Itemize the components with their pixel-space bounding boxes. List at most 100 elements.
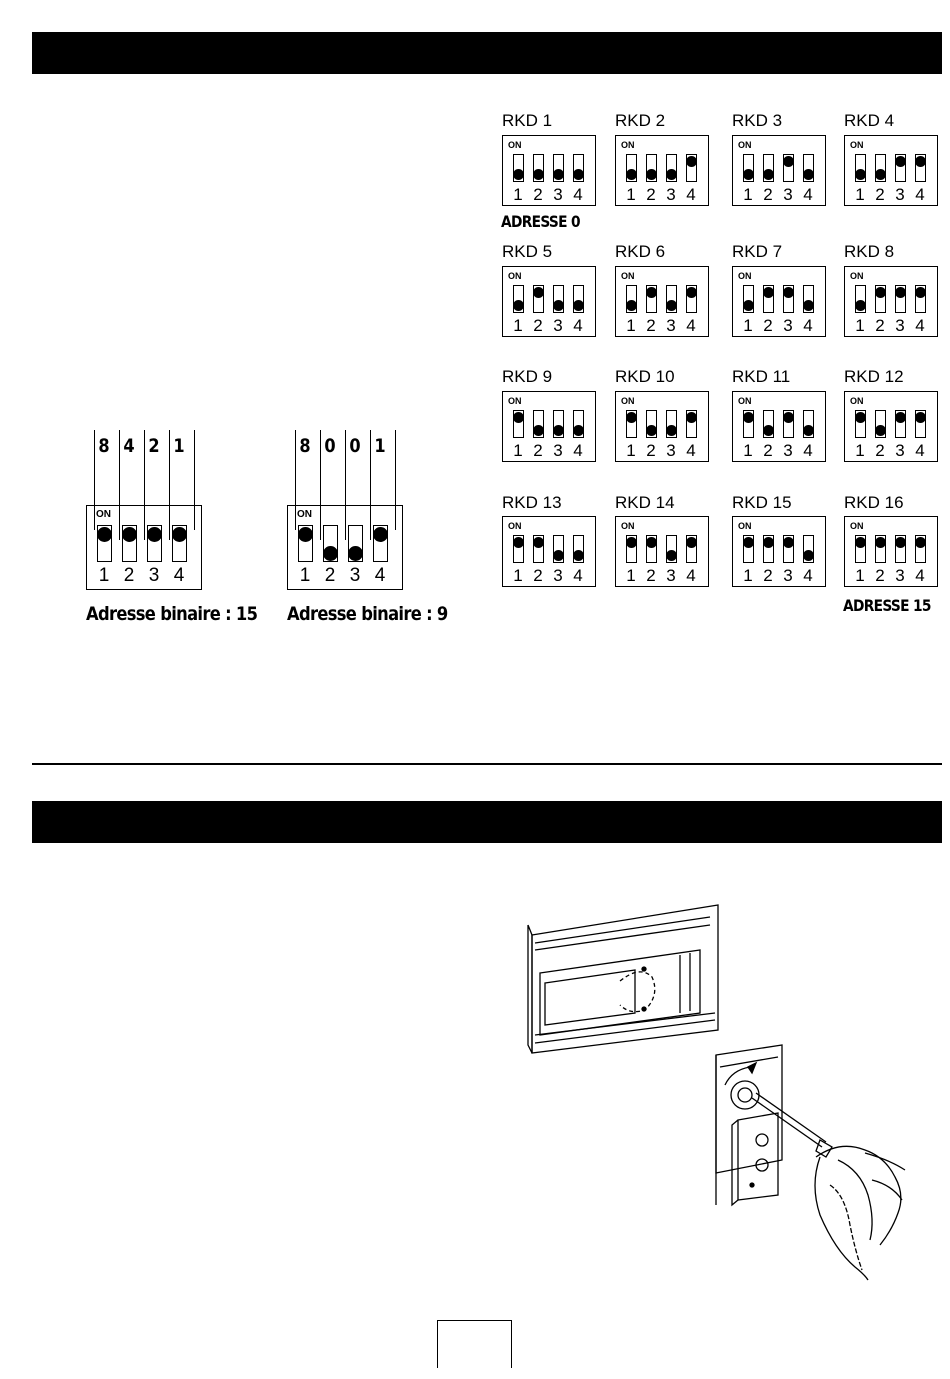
dip-switch-knob xyxy=(783,412,794,423)
dip-switch-knob xyxy=(763,425,774,436)
dip-switch-number: 3 xyxy=(895,441,905,460)
dip-switch xyxy=(646,410,657,438)
rkd-title: RKD 15 xyxy=(732,493,792,512)
dip-switch-knob xyxy=(855,537,866,548)
dip-on-label: ON xyxy=(850,140,864,150)
dip-switch-knob xyxy=(626,169,637,180)
dip-switch-knob xyxy=(743,300,754,311)
weight-divider-line xyxy=(395,430,396,530)
dip-switch-knob xyxy=(348,546,363,561)
dip-switch xyxy=(686,535,697,563)
dip-switch-number: 2 xyxy=(763,316,773,335)
dip-switch xyxy=(122,525,137,562)
dip-switch-knob xyxy=(533,425,544,436)
dip-switch-knob xyxy=(743,537,754,548)
dip-switch xyxy=(97,525,112,562)
dip-switch-knob xyxy=(573,169,584,180)
dip-switch xyxy=(573,535,584,563)
dip-switch-number: 2 xyxy=(533,185,543,204)
dip-on-label: ON xyxy=(850,521,864,531)
dip-switch xyxy=(626,535,637,563)
dip-switch xyxy=(573,154,584,182)
dip-switch xyxy=(895,535,906,563)
weight-divider-line xyxy=(370,430,371,540)
dip-switch-knob xyxy=(763,169,774,180)
dip-switch-number: 2 xyxy=(123,565,135,586)
section-divider xyxy=(32,763,942,765)
dip-switch-knob xyxy=(743,412,754,423)
weight-divider-line xyxy=(345,430,346,540)
binary-weight: 1 xyxy=(173,435,185,457)
dip-switch-knob xyxy=(553,550,564,561)
dip-switch xyxy=(783,535,794,563)
binary-weight: 0 xyxy=(349,435,361,457)
dip-switch-number: 2 xyxy=(533,441,543,460)
dip-switch-knob xyxy=(875,537,886,548)
dip-switch-number: 1 xyxy=(513,441,523,460)
page-number-box xyxy=(437,1320,512,1368)
dip-switch-number: 4 xyxy=(686,316,696,335)
rkd-title: RKD 13 xyxy=(502,493,562,512)
binary-weight: 4 xyxy=(123,435,135,457)
dip-switch xyxy=(763,535,774,563)
weight-divider-line xyxy=(144,430,145,540)
dip-switch-number: 2 xyxy=(763,441,773,460)
dip-switch-number: 2 xyxy=(763,185,773,204)
dip-switch-number: 1 xyxy=(855,566,865,585)
dip-switch xyxy=(373,525,388,562)
rkd-title: RKD 8 xyxy=(844,242,895,261)
dip-switch-knob xyxy=(915,287,926,298)
dip-switch xyxy=(666,285,677,313)
dip-switch xyxy=(533,154,544,182)
address-0-label: ADRESSE 0 xyxy=(501,212,581,231)
dip-switch xyxy=(553,154,564,182)
dip-switch-number: 4 xyxy=(915,185,925,204)
dip-switch-knob xyxy=(763,287,774,298)
weight-divider-line xyxy=(295,430,296,530)
dip-switch-number: 3 xyxy=(553,441,563,460)
dip-switch xyxy=(875,154,886,182)
dip-switch xyxy=(686,410,697,438)
dip-on-label: ON xyxy=(508,521,522,531)
dip-switch-number: 3 xyxy=(783,566,793,585)
dip-switch-number: 4 xyxy=(573,441,583,460)
dip-switch-knob xyxy=(147,527,162,542)
dip-switch-knob xyxy=(323,546,338,561)
dip-switch xyxy=(298,525,313,562)
dip-switch-block-large xyxy=(287,505,403,590)
dip-switch xyxy=(626,410,637,438)
dip-switch-knob xyxy=(666,425,677,436)
dip-switch-number: 3 xyxy=(895,185,905,204)
dip-switch-knob xyxy=(686,156,697,167)
dip-switch-number: 1 xyxy=(513,185,523,204)
dip-switch-knob xyxy=(172,527,187,542)
dip-switch-number: 2 xyxy=(533,566,543,585)
dip-switch-number: 4 xyxy=(173,565,185,586)
dip-switch-number: 1 xyxy=(743,316,753,335)
dip-switch xyxy=(513,535,524,563)
dip-switch-number: 1 xyxy=(626,441,636,460)
weight-divider-line xyxy=(194,430,195,530)
dip-switch xyxy=(895,154,906,182)
dip-switch xyxy=(646,154,657,182)
dip-switch-knob xyxy=(783,537,794,548)
dip-switch-knob xyxy=(626,412,637,423)
dip-switch xyxy=(875,535,886,563)
dip-switch-number: 3 xyxy=(895,566,905,585)
dip-switch xyxy=(626,154,637,182)
dip-switch-knob xyxy=(533,537,544,548)
dip-switch-number: 2 xyxy=(875,441,885,460)
dip-switch-number: 2 xyxy=(533,316,543,335)
dip-switch-knob xyxy=(763,537,774,548)
